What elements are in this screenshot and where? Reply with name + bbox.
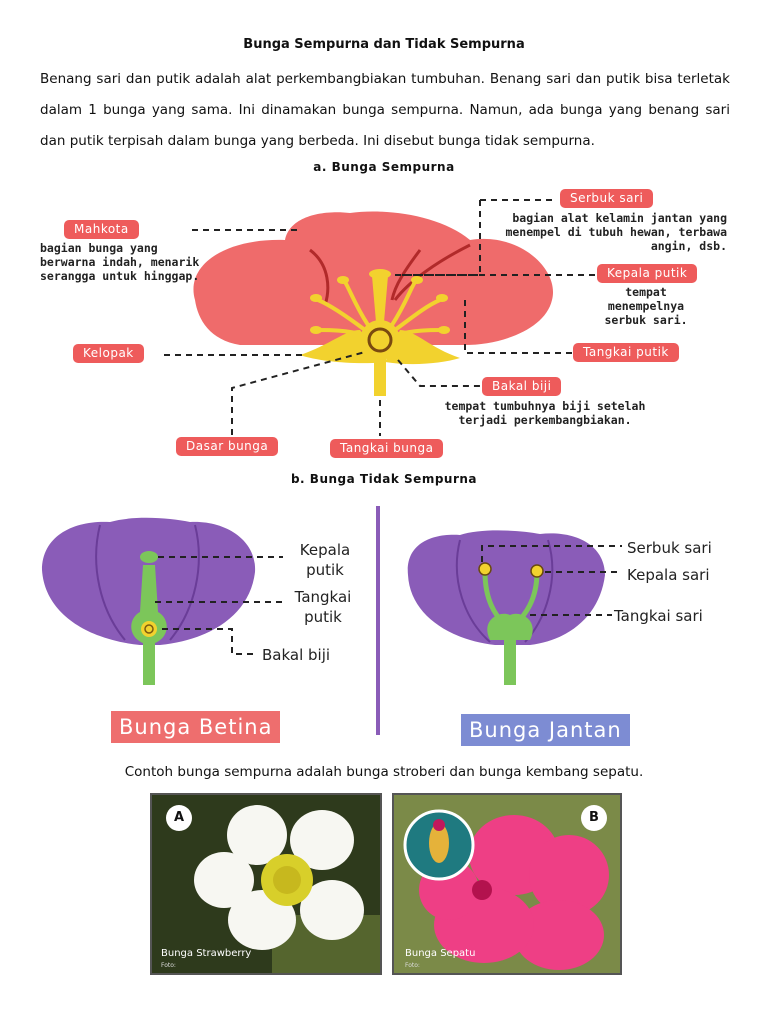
photo-b-credit: Foto: <box>405 962 420 969</box>
female-kepala-putik: Kepala putik <box>299 541 351 579</box>
bakal-biji <box>367 327 393 353</box>
kepala-putik-label: Kepala putik <box>597 264 698 283</box>
tangkai-bunga <box>374 356 386 396</box>
female-tangkai-putik: Tangkai putik <box>294 588 352 626</box>
section-a-title: a. Bunga Sempurna <box>313 160 455 174</box>
bakal-biji-label: Bakal biji <box>482 377 562 396</box>
tangkai-putik <box>372 276 388 322</box>
female-bakal-biji: Bakal biji <box>262 646 331 664</box>
kelopak-label: Kelopak <box>73 344 144 363</box>
page-title: Bunga Sempurna dan Tidak Sempurna <box>243 37 525 52</box>
tangkai-putik-label: Tangkai putik <box>573 343 679 362</box>
photo-a-credit: Foto: <box>161 962 176 969</box>
photo-hibiscus: B Bunga Sepatu Foto: <box>392 793 622 975</box>
tangkai-bunga-label: Tangkai bunga <box>330 439 444 458</box>
mahkota-label: Mahkota <box>64 220 139 239</box>
male-kepala-sari: Kepala sari <box>627 566 710 584</box>
male-tangkai-sari: Tangkai sari <box>614 607 703 625</box>
serbuk-sari-desc: bagian alat kelamin jantan yang menempel… <box>505 211 727 253</box>
badge-a: A <box>166 805 192 831</box>
male-flower <box>407 530 605 685</box>
photo-b-title: Bunga Sepatu <box>405 948 476 959</box>
kepala-putik <box>369 269 391 279</box>
male-serbuk-sari: Serbuk sari <box>627 539 712 557</box>
bunga-jantan-box: Bunga Jantan <box>461 714 630 746</box>
intro-paragraph: Benang sari dan putik adalah alat perkem… <box>40 71 730 149</box>
caption: Contoh bunga sempurna adalah bunga strob… <box>124 764 644 780</box>
kepala-putik-desc: tempat menempelnya serbuk sari. <box>604 285 688 327</box>
mahkota-desc: bagian bunga yang berwarna indah, menari… <box>40 241 200 283</box>
photo-a-title: Bunga Strawberry <box>161 948 252 959</box>
bunga-betina-box: Bunga Betina <box>111 711 281 743</box>
dasar-bunga-label: Dasar bunga <box>176 437 279 456</box>
photo-strawberry: A Bunga Strawberry Foto: <box>150 793 382 975</box>
dasar-bunga <box>360 320 400 360</box>
section-b-title: b. Bunga Tidak Sempurna <box>290 472 478 486</box>
bakal-biji-desc: tempat tumbuhnya biji setelah terjadi pe… <box>444 399 646 427</box>
badge-b: B <box>581 805 607 831</box>
serbuk-sari-label: Serbuk sari <box>560 189 654 208</box>
